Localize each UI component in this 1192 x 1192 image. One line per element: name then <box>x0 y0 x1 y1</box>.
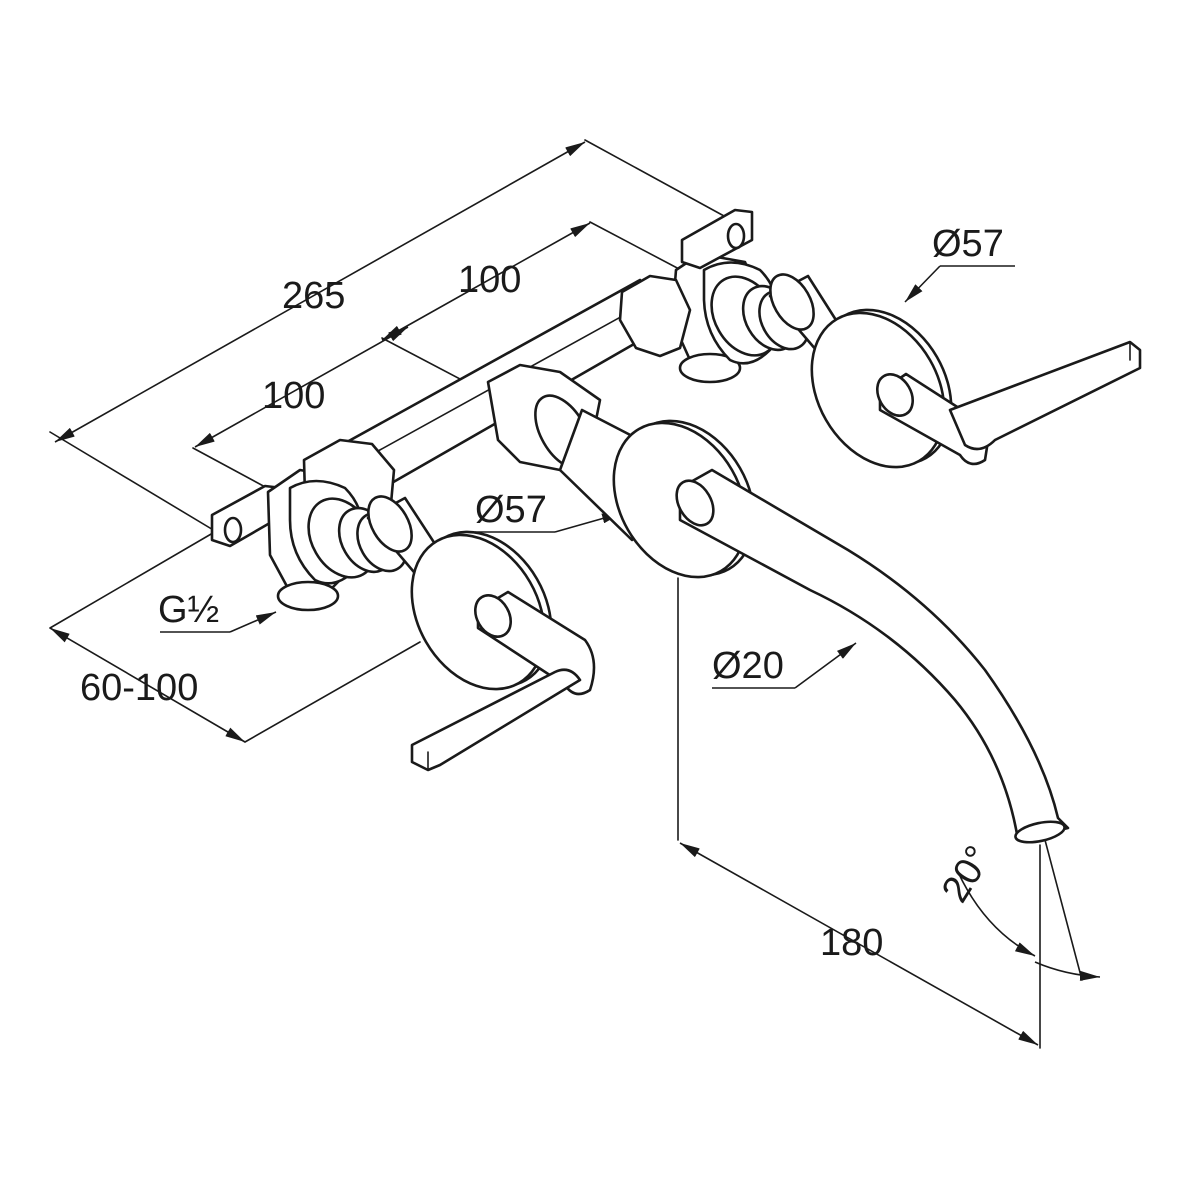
label-spout-projection: 180 <box>820 922 883 964</box>
label-center-spacing-left: 100 <box>262 375 325 417</box>
right-valve-body <box>618 208 810 384</box>
dimension-spacing-right-100 <box>381 222 591 341</box>
dimension-spacing-left-100 <box>194 326 409 448</box>
dimension-spout-projection <box>679 842 1039 1046</box>
dimension-overall-265 <box>54 141 586 443</box>
label-rosette-diameter-right: Ø57 <box>932 223 1004 265</box>
label-wall-depth: 60-100 <box>80 667 198 709</box>
dimension-wall-depth <box>49 627 246 743</box>
label-center-spacing-right: 100 <box>458 259 521 301</box>
left-lever-handle <box>410 590 596 772</box>
label-spout-diameter: Ø20 <box>712 645 784 687</box>
right-lever-handle <box>876 340 1142 466</box>
label-rosette-diameter-center: Ø57 <box>475 489 547 531</box>
extension-lines <box>49 139 1083 1049</box>
label-connection-thread: G½ <box>158 589 219 631</box>
left-valve-body <box>210 438 408 612</box>
spout <box>675 468 1070 844</box>
label-overall-width: 265 <box>282 275 345 317</box>
leader-lines <box>160 265 1101 981</box>
dimension-labels: 265 100 100 Ø57 Ø57 G½ 60-100 Ø20 180 20… <box>80 223 1004 964</box>
label-spout-angle: 20° <box>934 839 1000 910</box>
